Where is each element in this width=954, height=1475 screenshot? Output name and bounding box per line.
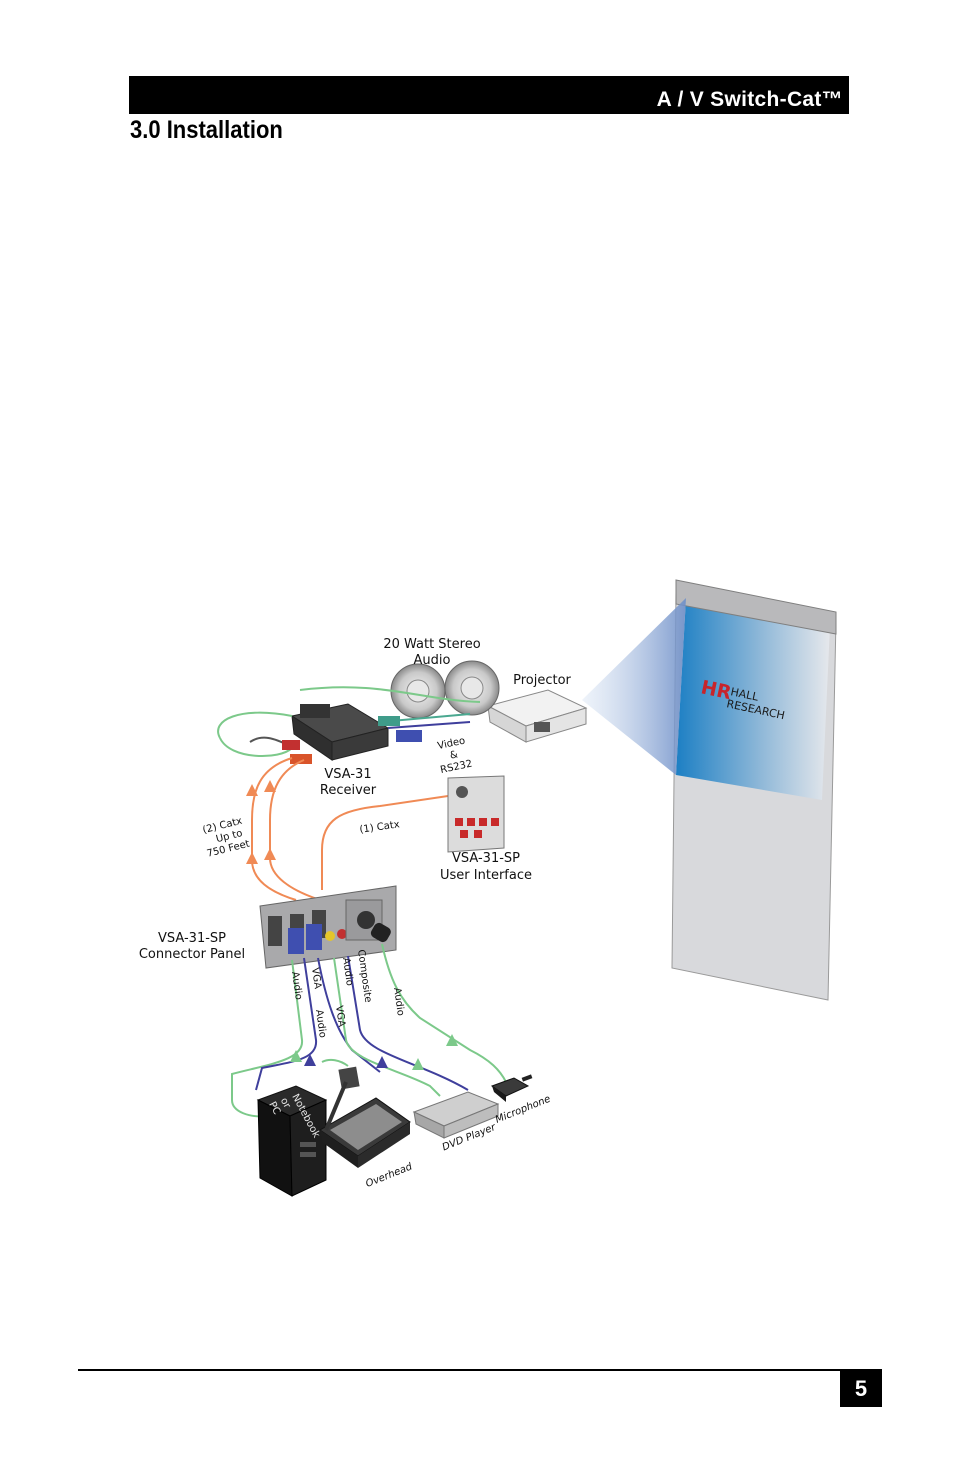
cable-composite-label: Composite (355, 949, 373, 1003)
screen-logo-line1: HALL (729, 685, 760, 704)
projector-label: Projector (513, 673, 571, 688)
installation-diagram: HR HALL RESEARCH (130, 570, 850, 1210)
cable-audio-label-4: Audio (313, 1009, 328, 1039)
header-title: A / V Switch-Cat™ (656, 88, 843, 111)
user-interface-panel-icon (447, 775, 505, 853)
catx1-label: (1) Catx (359, 819, 401, 836)
speakers-label-line1: 20 Watt Stereo (383, 637, 480, 652)
receiver-label-line2: Receiver (320, 783, 377, 798)
microphone-icon (490, 1074, 533, 1102)
footer-rule (78, 1369, 882, 1371)
page-number: 5 (840, 1371, 882, 1407)
speakers-icon (390, 660, 500, 719)
overhead-label: Overhead (364, 1161, 414, 1190)
video-label-line3: RS232 (439, 759, 473, 776)
receiver-cables (217, 686, 481, 764)
connector-panel-icon (259, 885, 397, 969)
receiver-icon (290, 703, 390, 761)
speakers-label-line2: Audio (414, 653, 451, 668)
projector-icon (486, 689, 588, 743)
section-title: 3.0 Installation (130, 116, 283, 144)
cable-vga-label-1: VGA (309, 967, 323, 990)
projector-beam (582, 598, 686, 775)
ui-label-line2: User Interface (440, 868, 532, 883)
cable-audio-label-1: Audio (289, 971, 304, 1001)
ui-label-line1: VSA-31-SP (452, 851, 520, 866)
cable-audio-label-3: Audio (391, 987, 406, 1017)
pc-tower-icon (256, 1085, 328, 1197)
header-bar: A / V Switch-Cat™ (129, 76, 849, 114)
projection-screen: HR HALL RESEARCH (671, 579, 837, 1001)
source-cables (231, 943, 507, 1118)
pc-label-line3: PC (266, 1100, 282, 1117)
receiver-label-line1: VSA-31 (324, 767, 371, 782)
dvd-player-icon (412, 1091, 500, 1139)
cable-vga-label-2: VGA (333, 1005, 347, 1028)
panel-label-line2: Connector Panel (139, 947, 245, 962)
cable-audio-label-2: Audio (340, 957, 355, 987)
video-label-line2: & (449, 749, 459, 761)
panel-label-line1: VSA-31-SP (158, 931, 226, 946)
overhead-projector-icon (319, 1066, 411, 1168)
catx-cables (246, 757, 449, 901)
